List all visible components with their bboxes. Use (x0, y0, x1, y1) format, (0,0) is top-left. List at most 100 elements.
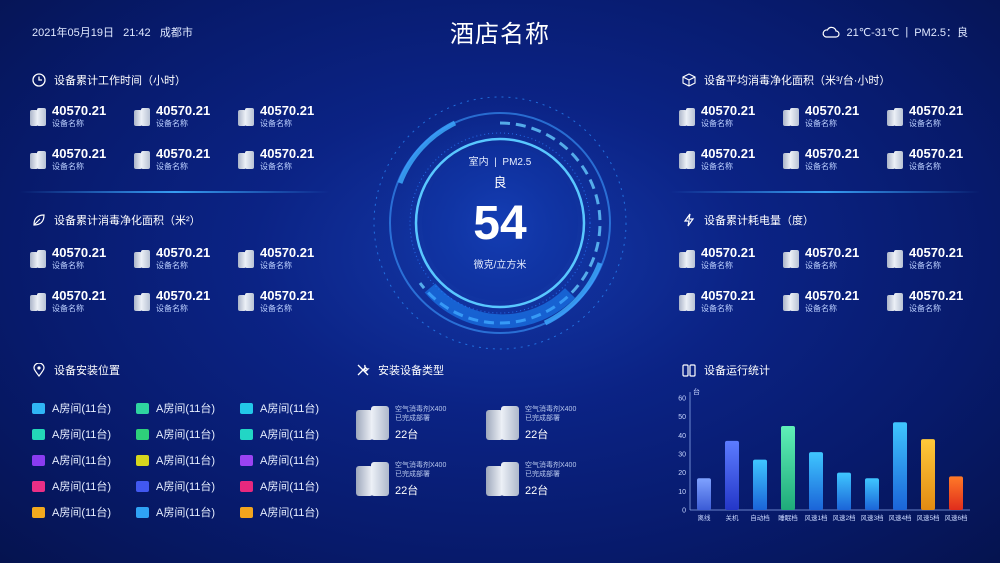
device-type-count: 22台 (395, 484, 419, 497)
device-type-count: 22台 (525, 484, 549, 497)
location-item: A房间(11台) (32, 504, 136, 520)
location-item: A房间(11台) (240, 400, 344, 416)
pm-location: 室内 | PM2.5 (400, 153, 600, 168)
location-item: A房间(11台) (240, 426, 344, 442)
location-label: A房间(11台) (52, 429, 112, 441)
bar-10 (949, 476, 963, 510)
location-label: A房间(11台) (260, 507, 320, 519)
air-purifier-icon (783, 107, 800, 127)
air-purifier-icon (134, 150, 151, 170)
color-swatch (240, 428, 253, 440)
metric-label: 设备名称 (909, 261, 941, 270)
x-tick-label: 睡眠档 (778, 513, 798, 522)
color-swatch (136, 506, 149, 518)
y-tick-label: 50 (678, 414, 686, 421)
color-swatch (32, 454, 45, 466)
metric-value: 40570.21 (260, 146, 315, 161)
metric-value: 40570.21 (156, 146, 211, 161)
air-purifier-icon (356, 404, 391, 442)
bar-6 (837, 472, 851, 510)
pm-label: PM2.5 (502, 157, 532, 168)
weather-bar: 21℃-31℃ | PM2.5：良 (821, 24, 968, 40)
metric-value: 40570.21 (701, 288, 756, 303)
cloud-moon-icon (822, 26, 840, 38)
location-title: 设备安装位置 (32, 362, 120, 378)
y-tick-label: 0 (682, 508, 686, 515)
types-title-text: 安装设备类型 (378, 365, 444, 377)
metric-value: 40570.21 (701, 103, 756, 118)
location-pin-icon (33, 363, 45, 377)
cube-icon (682, 73, 696, 87)
metric-value: 40570.21 (156, 245, 211, 260)
x-tick-label: 风速2档 (832, 513, 855, 522)
air-purifier-icon (238, 292, 255, 312)
clock-icon (32, 73, 46, 87)
metric-value: 40570.21 (52, 288, 107, 303)
metric-label: 设备名称 (260, 304, 292, 313)
metric-label: 设备名称 (52, 162, 84, 171)
color-swatch (240, 454, 253, 466)
air-purifier-icon (238, 150, 255, 170)
location-item: A房间(11台) (240, 478, 344, 494)
air-purifier-icon (783, 150, 800, 170)
x-tick-label: 自动档 (750, 513, 770, 522)
metric-value: 40570.21 (260, 245, 315, 260)
metric-label: 设备名称 (156, 304, 188, 313)
time-text: 21:42 (123, 27, 151, 39)
color-swatch (32, 480, 45, 492)
location-label: A房间(11台) (260, 429, 320, 441)
device-type-name: 空气消毒剂X400 (525, 405, 577, 413)
page-title: 酒店名称 (450, 21, 550, 48)
device-stat-icon (682, 364, 696, 377)
metric-label: 设备名称 (909, 162, 941, 171)
lightning-icon (683, 213, 695, 227)
pm-separator: | (494, 157, 497, 168)
header-datetime: 2021年05月19日 21:42 成都市 (32, 24, 193, 40)
metric-label: 设备名称 (805, 162, 837, 171)
location-label: A房间(11台) (260, 481, 320, 493)
location-label: A房间(11台) (52, 403, 112, 415)
metric-value: 40570.21 (805, 288, 860, 303)
location-item: A房间(11台) (240, 452, 344, 468)
color-swatch (32, 506, 45, 518)
metric-value: 40570.21 (909, 146, 964, 161)
air-purifier-icon (679, 292, 696, 312)
x-tick-label: 风速1档 (804, 513, 827, 522)
weather-separator: | (905, 26, 909, 38)
air-purifier-icon (887, 150, 904, 170)
total-area-title-text: 设备累计消毒净化面积（米²） (54, 215, 201, 227)
metric-label: 设备名称 (156, 261, 188, 270)
air-purifier-icon (486, 404, 521, 442)
metric-label: 设备名称 (260, 261, 292, 270)
stats-title-text: 设备运行统计 (704, 365, 770, 377)
avg-area-title-text: 设备平均消毒净化面积（米³/台·小时） (704, 75, 891, 87)
bar-2 (725, 440, 739, 510)
x-tick-label: 风速6档 (944, 513, 967, 522)
color-swatch (136, 454, 149, 466)
